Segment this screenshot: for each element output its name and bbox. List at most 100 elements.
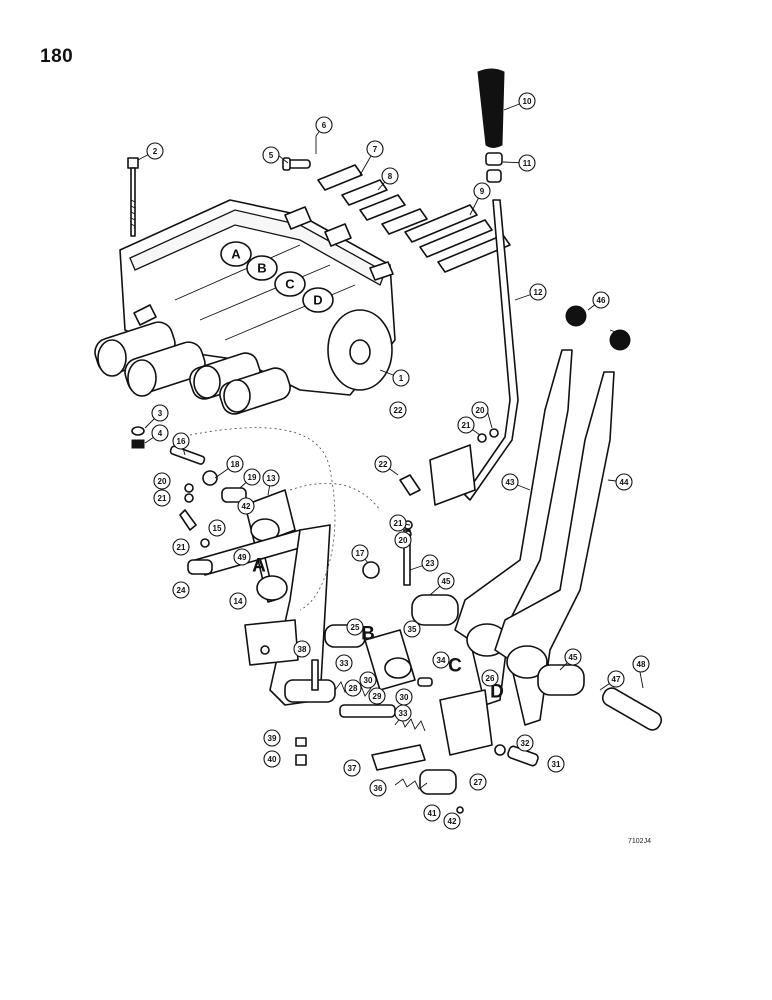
callout-number: 33 <box>340 659 349 668</box>
callout-number: 36 <box>374 784 383 793</box>
callout-number: 20 <box>158 477 167 486</box>
callout-21: 21 <box>153 489 171 507</box>
valve-label-d: D <box>313 293 322 308</box>
callout-33: 33 <box>335 654 353 672</box>
callout-number: 31 <box>552 760 561 769</box>
callout-47: 47 <box>607 670 625 688</box>
callout-21: 21 <box>389 514 407 532</box>
callout-number: 6 <box>322 121 327 130</box>
callout-number: 22 <box>394 406 403 415</box>
callout-44: 44 <box>615 473 633 491</box>
detent-assembly <box>324 624 493 795</box>
callout-46: 46 <box>592 291 610 309</box>
callout-30: 30 <box>359 671 377 689</box>
callout-39: 39 <box>263 729 281 747</box>
callout-number: 20 <box>399 536 408 545</box>
callout-35: 35 <box>403 620 421 638</box>
callout-number: 40 <box>268 755 277 764</box>
callout-11: 11 <box>518 154 536 172</box>
callout-31: 31 <box>547 755 565 773</box>
callout-number: 27 <box>474 778 483 787</box>
callout-22: 22 <box>389 401 407 419</box>
callout-43: 43 <box>501 473 519 491</box>
callout-number: 20 <box>476 406 485 415</box>
routing-line <box>189 427 336 611</box>
callout-number: 49 <box>238 553 247 562</box>
callout-number: 30 <box>364 676 373 685</box>
callout-number: 8 <box>388 172 393 181</box>
bushings-and-shaft <box>411 594 663 731</box>
callout-42: 42 <box>443 812 461 830</box>
callout-number: 33 <box>399 709 408 718</box>
callout-number: 3 <box>158 409 163 418</box>
callout-number: 34 <box>437 656 446 665</box>
callout-12: 12 <box>529 283 547 301</box>
callout-number: 38 <box>298 645 307 654</box>
callout-20: 20 <box>394 531 412 549</box>
callout-number: 26 <box>486 674 495 683</box>
callout-48: 48 <box>632 655 650 673</box>
callout-26: 26 <box>481 669 499 687</box>
page-number: 180 <box>40 46 74 67</box>
callout-number: 48 <box>637 660 646 669</box>
link-plates <box>317 164 511 273</box>
section-letters: A B C D <box>252 556 504 703</box>
callout-28: 28 <box>344 679 362 697</box>
callout-number: 29 <box>373 692 382 701</box>
callout-30: 30 <box>395 688 413 706</box>
callout-number: 19 <box>248 473 257 482</box>
callout-number: 43 <box>506 478 515 487</box>
callout-number: 7 <box>373 145 378 154</box>
callout-15: 15 <box>208 519 226 537</box>
callout-number: 46 <box>597 296 606 305</box>
callout-number: 11 <box>523 159 532 168</box>
callout-1: 1 <box>392 369 410 387</box>
callout-number: 23 <box>426 559 435 568</box>
callout-number: 1 <box>399 374 404 383</box>
callout-25: 25 <box>346 618 364 636</box>
valve-section-labels: A B C D <box>220 241 334 313</box>
callout-number: 22 <box>379 460 388 469</box>
callout-19: 19 <box>243 468 261 486</box>
callout-number: 17 <box>356 549 365 558</box>
callout-27: 27 <box>469 773 487 791</box>
callout-number: 45 <box>569 653 578 662</box>
control-valve-body <box>94 199 396 415</box>
callout-24: 24 <box>172 581 190 599</box>
callout-number: 39 <box>268 734 277 743</box>
callout-number: 13 <box>267 474 276 483</box>
callout-22: 22 <box>374 455 392 473</box>
lever-knob-assembly <box>464 68 519 501</box>
callout-3: 3 <box>151 404 169 422</box>
callout-33: 33 <box>394 704 412 722</box>
callout-32: 32 <box>516 734 534 752</box>
callout-number: 14 <box>234 597 243 606</box>
callout-8: 8 <box>381 167 399 185</box>
section-letter-a: A <box>252 556 266 577</box>
callout-number: 37 <box>348 764 357 773</box>
callout-number: 10 <box>523 97 532 106</box>
callout-number: 21 <box>462 421 471 430</box>
callout-18: 18 <box>226 455 244 473</box>
callout-4: 4 <box>151 424 169 442</box>
callout-number: 5 <box>269 151 274 160</box>
lever-knobs <box>565 305 631 351</box>
callout-number: 18 <box>231 460 240 469</box>
callout-number: 21 <box>158 494 167 503</box>
callout-number: 47 <box>612 675 621 684</box>
callout-number: 25 <box>351 623 360 632</box>
valve-label-a: A <box>231 247 241 262</box>
callout-number: 16 <box>177 437 186 446</box>
callout-17: 17 <box>351 544 369 562</box>
callout-21: 21 <box>457 416 475 434</box>
callout-14: 14 <box>229 592 247 610</box>
callout-number: 30 <box>400 693 409 702</box>
callout-number: 12 <box>534 288 543 297</box>
callout-37: 37 <box>343 759 361 777</box>
callout-16: 16 <box>172 432 190 450</box>
callout-number: 44 <box>620 478 629 487</box>
callout-41: 41 <box>423 804 441 822</box>
callout-49: 49 <box>233 548 251 566</box>
callout-20: 20 <box>471 401 489 419</box>
